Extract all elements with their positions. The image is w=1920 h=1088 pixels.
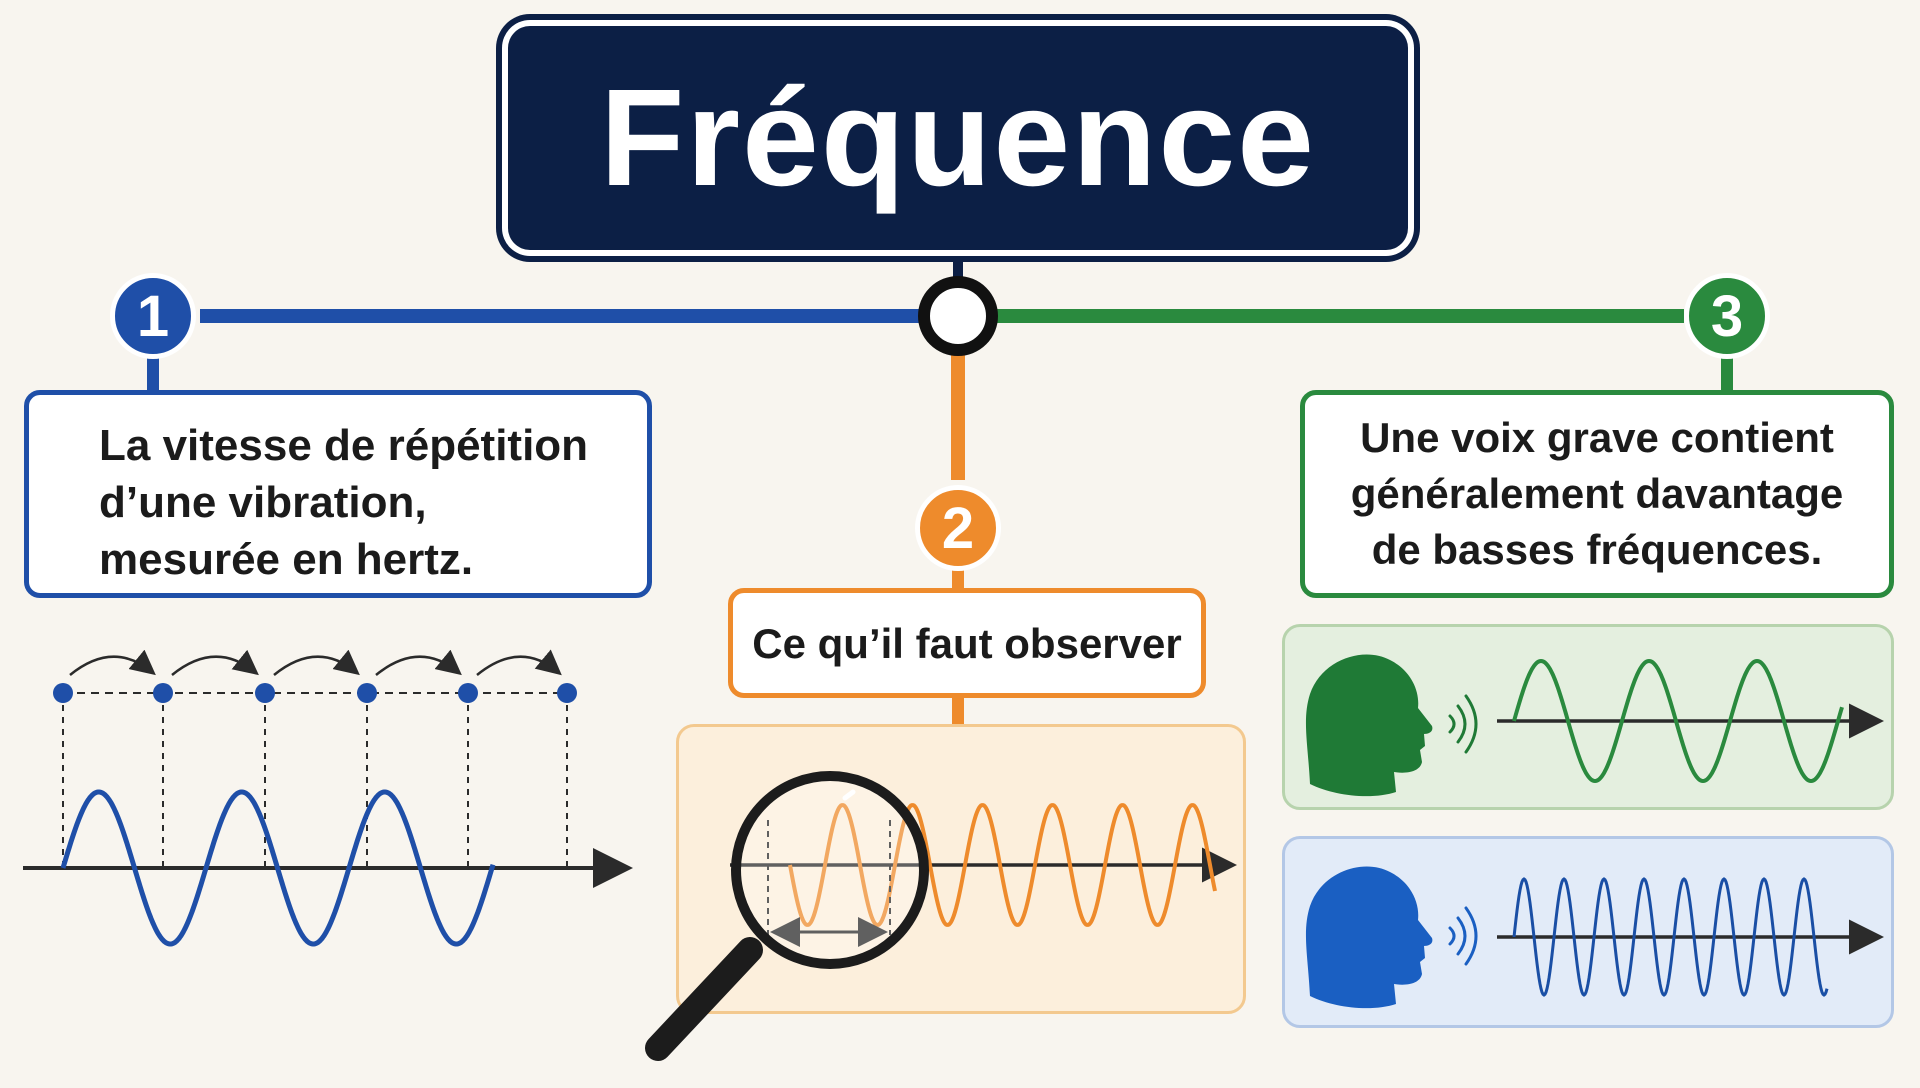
title-box: Fréquence [508, 26, 1408, 250]
junction-node [918, 276, 998, 356]
page-title: Fréquence [600, 60, 1316, 215]
voice-card: Une voix grave contient généralement dav… [1300, 390, 1894, 598]
step-badge-3: 3 [1684, 273, 1770, 359]
low-voice-illustration [1305, 654, 1884, 797]
head-profile-icon [1305, 866, 1433, 1009]
observe-illustration [645, 771, 1237, 1061]
observe-text: Ce qu’il faut observer [752, 619, 1182, 667]
step-badge-1: 1 [110, 273, 196, 359]
high-voice-illustration [1305, 866, 1884, 1009]
step-badge-2: 2 [915, 485, 1001, 571]
definition-text: La vitesse de répétition d’une vibration… [99, 421, 589, 584]
low-frequency-wave [1512, 658, 1844, 784]
blue-wave [60, 789, 496, 947]
head-profile-icon [1305, 654, 1433, 797]
magnifying-glass-icon [645, 771, 929, 1061]
high-frequency-wave [1512, 877, 1829, 997]
observe-panel [676, 724, 1246, 1014]
period-markers [62, 693, 568, 868]
sound-waves-icon [1448, 694, 1478, 754]
voice-text: Une voix grave contient généralement dav… [1350, 414, 1844, 573]
observe-card: Ce qu’il faut observer [728, 588, 1206, 698]
cycle-arrows [69, 649, 562, 676]
orange-wave [788, 803, 1217, 927]
sound-waves-icon [1448, 906, 1478, 966]
period-dots [53, 683, 577, 703]
definition-card: La vitesse de répétition d’une vibration… [24, 390, 652, 598]
period-wave-illustration [23, 649, 633, 947]
